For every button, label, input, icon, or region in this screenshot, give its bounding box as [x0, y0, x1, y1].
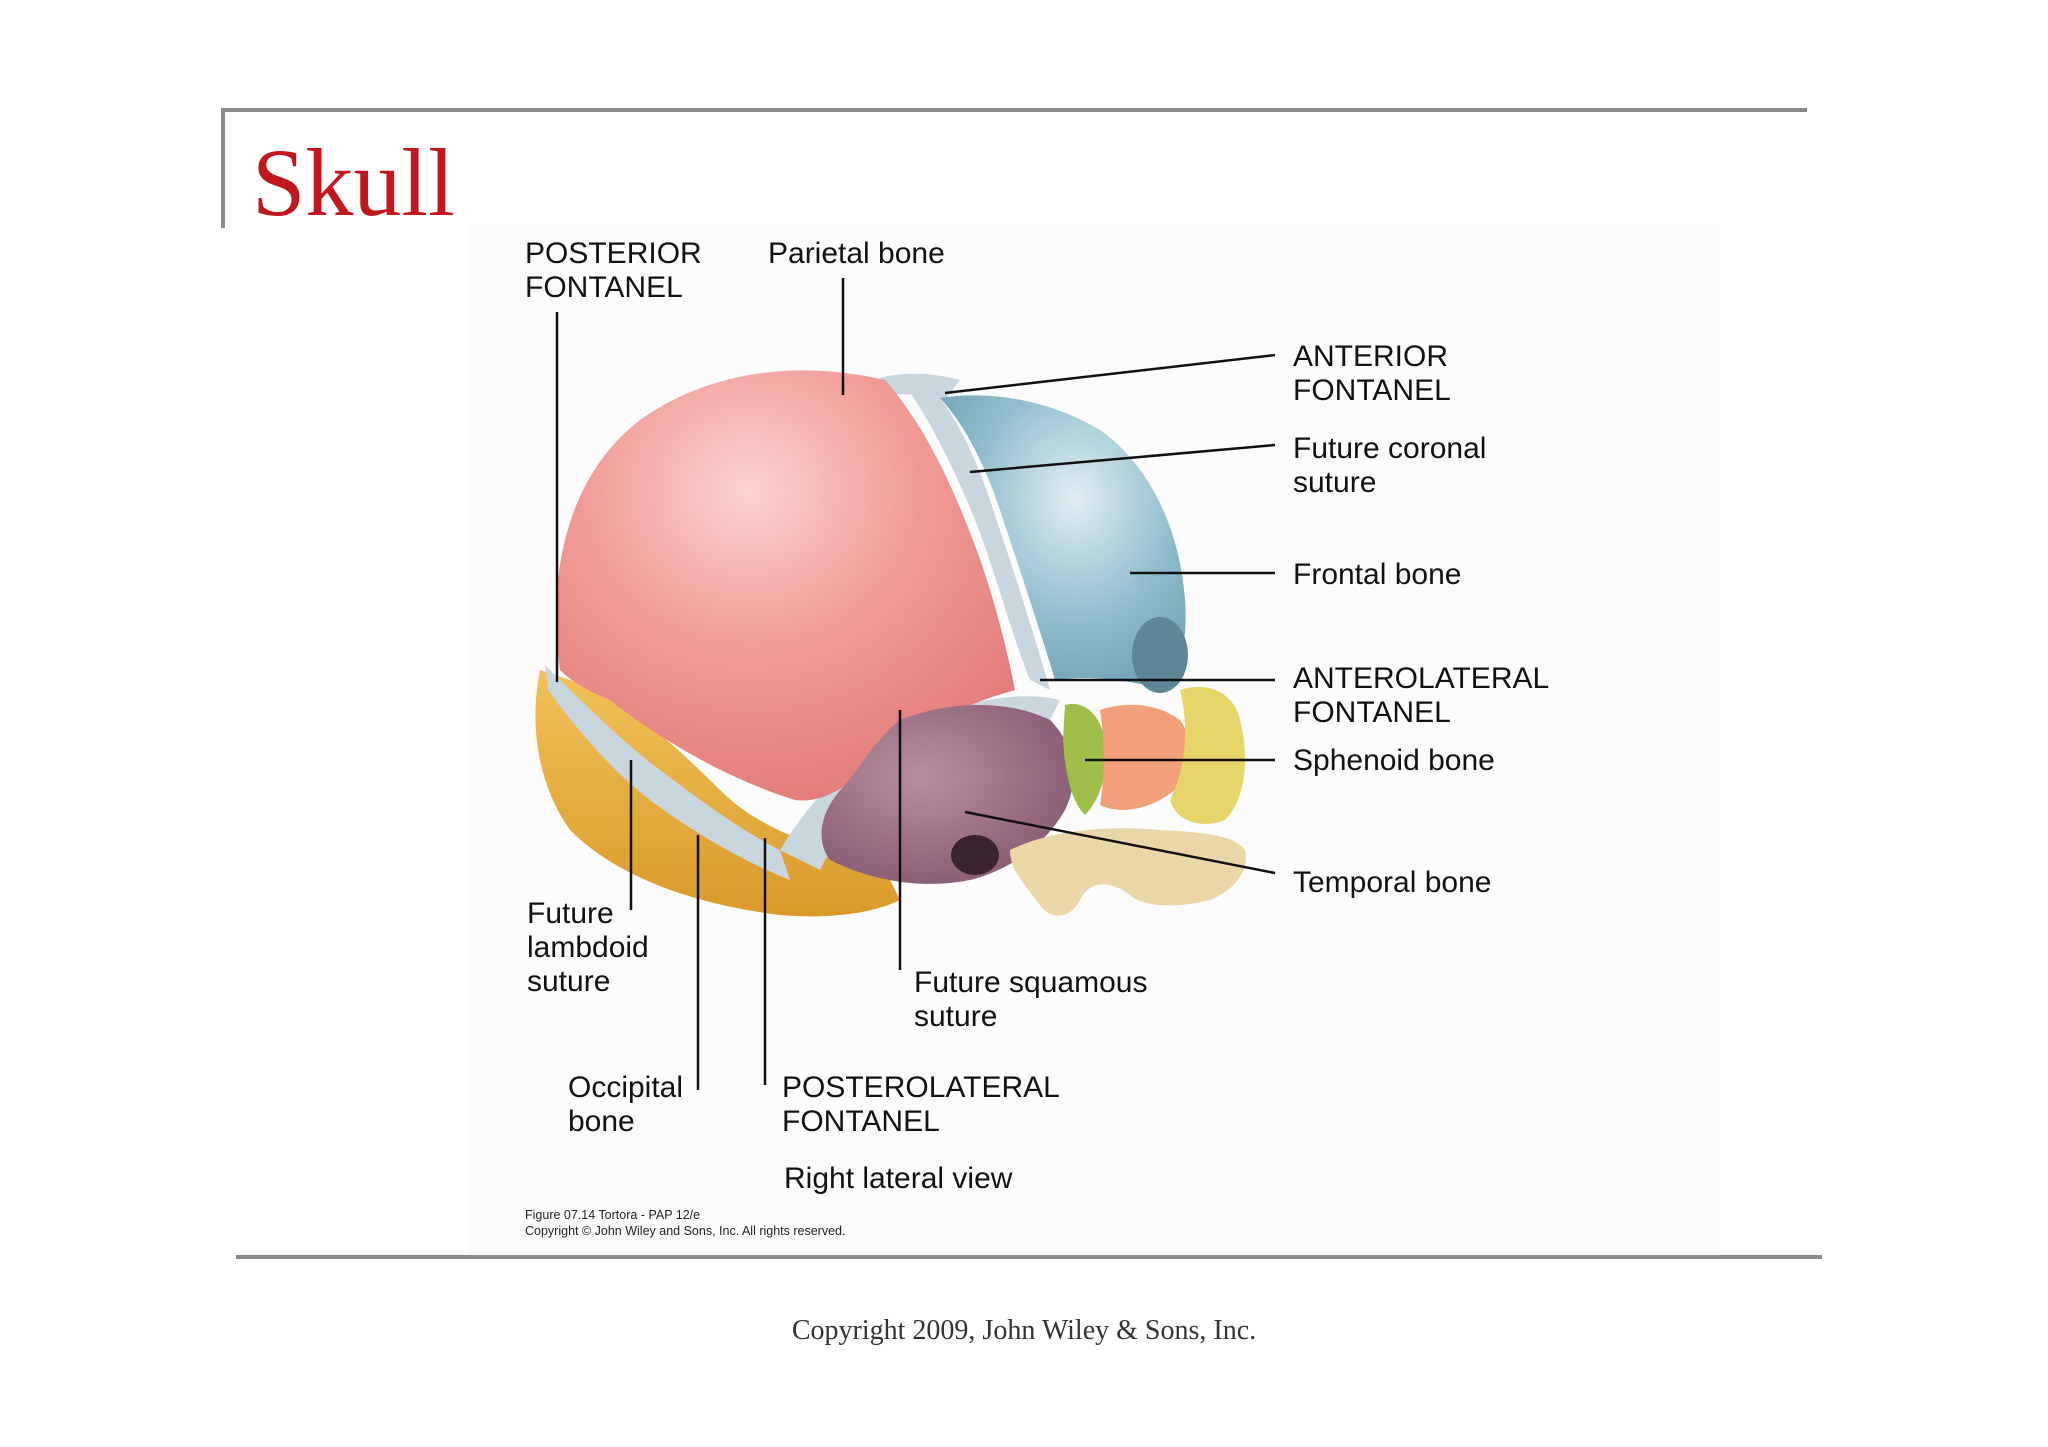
lambdoid-membrane: [545, 665, 790, 880]
maxilla-shape: [1170, 686, 1245, 824]
figure-caption: Figure 07.14 Tortora - PAP 12/e Copyrigh…: [525, 1207, 845, 1239]
anterior-fontanel-membrane: [880, 373, 960, 400]
label-future-squamous-suture: Future squamous suture: [914, 966, 1148, 1033]
slide-frame-left-rule: [221, 108, 225, 228]
leader-future-coronal-suture: [969, 443, 1276, 474]
orbit-shape: [1132, 617, 1188, 693]
view-label: Right lateral view: [784, 1162, 1013, 1195]
leader-anterior-fontanel: [944, 353, 1276, 395]
label-occipital-bone: Occipital bone: [568, 1071, 684, 1138]
label-anterior-fontanel: ANTERIOR FONTANEL: [1293, 340, 1451, 407]
label-temporal-bone: Temporal bone: [1293, 866, 1492, 899]
mandible-shape: [1010, 828, 1246, 916]
coronal-membrane: [905, 380, 1050, 690]
slide-title: Skull: [252, 129, 455, 236]
label-parietal-bone: Parietal bone: [768, 237, 945, 270]
figure-caption-line-2: Copyright © John Wiley and Sons, Inc. Al…: [525, 1224, 846, 1238]
label-frontal-bone: Frontal bone: [1293, 558, 1462, 591]
sphenoid-bone-shape: [1063, 704, 1107, 815]
temporal-bone-shape: [821, 705, 1074, 884]
label-anterolateral-fontanel: ANTEROLATERAL FONTANEL: [1293, 662, 1550, 729]
label-posterolateral-fontanel: POSTEROLATERAL FONTANEL: [782, 1071, 1060, 1138]
zygomatic-bone-shape: [1100, 704, 1191, 810]
slide-frame-bottom-rule: [236, 1255, 1822, 1259]
figure-caption-line-1: Figure 07.14 Tortora - PAP 12/e: [525, 1208, 701, 1222]
label-posterior-fontanel: POSTERIOR FONTANEL: [525, 237, 702, 304]
parietal-bone-shape: [556, 370, 1015, 801]
copyright-footer: Copyright 2009, John Wiley & Sons, Inc.: [791, 1315, 1257, 1346]
ear-canal-shape: [951, 835, 999, 875]
slide-frame-top-rule: [221, 108, 1807, 112]
label-sphenoid-bone: Sphenoid bone: [1293, 744, 1495, 777]
label-future-coronal-suture: Future coronal suture: [1293, 432, 1487, 499]
label-future-lambdoid-suture: Future lambdoid suture: [527, 897, 649, 998]
leader-temporal-bone: [964, 810, 1276, 875]
